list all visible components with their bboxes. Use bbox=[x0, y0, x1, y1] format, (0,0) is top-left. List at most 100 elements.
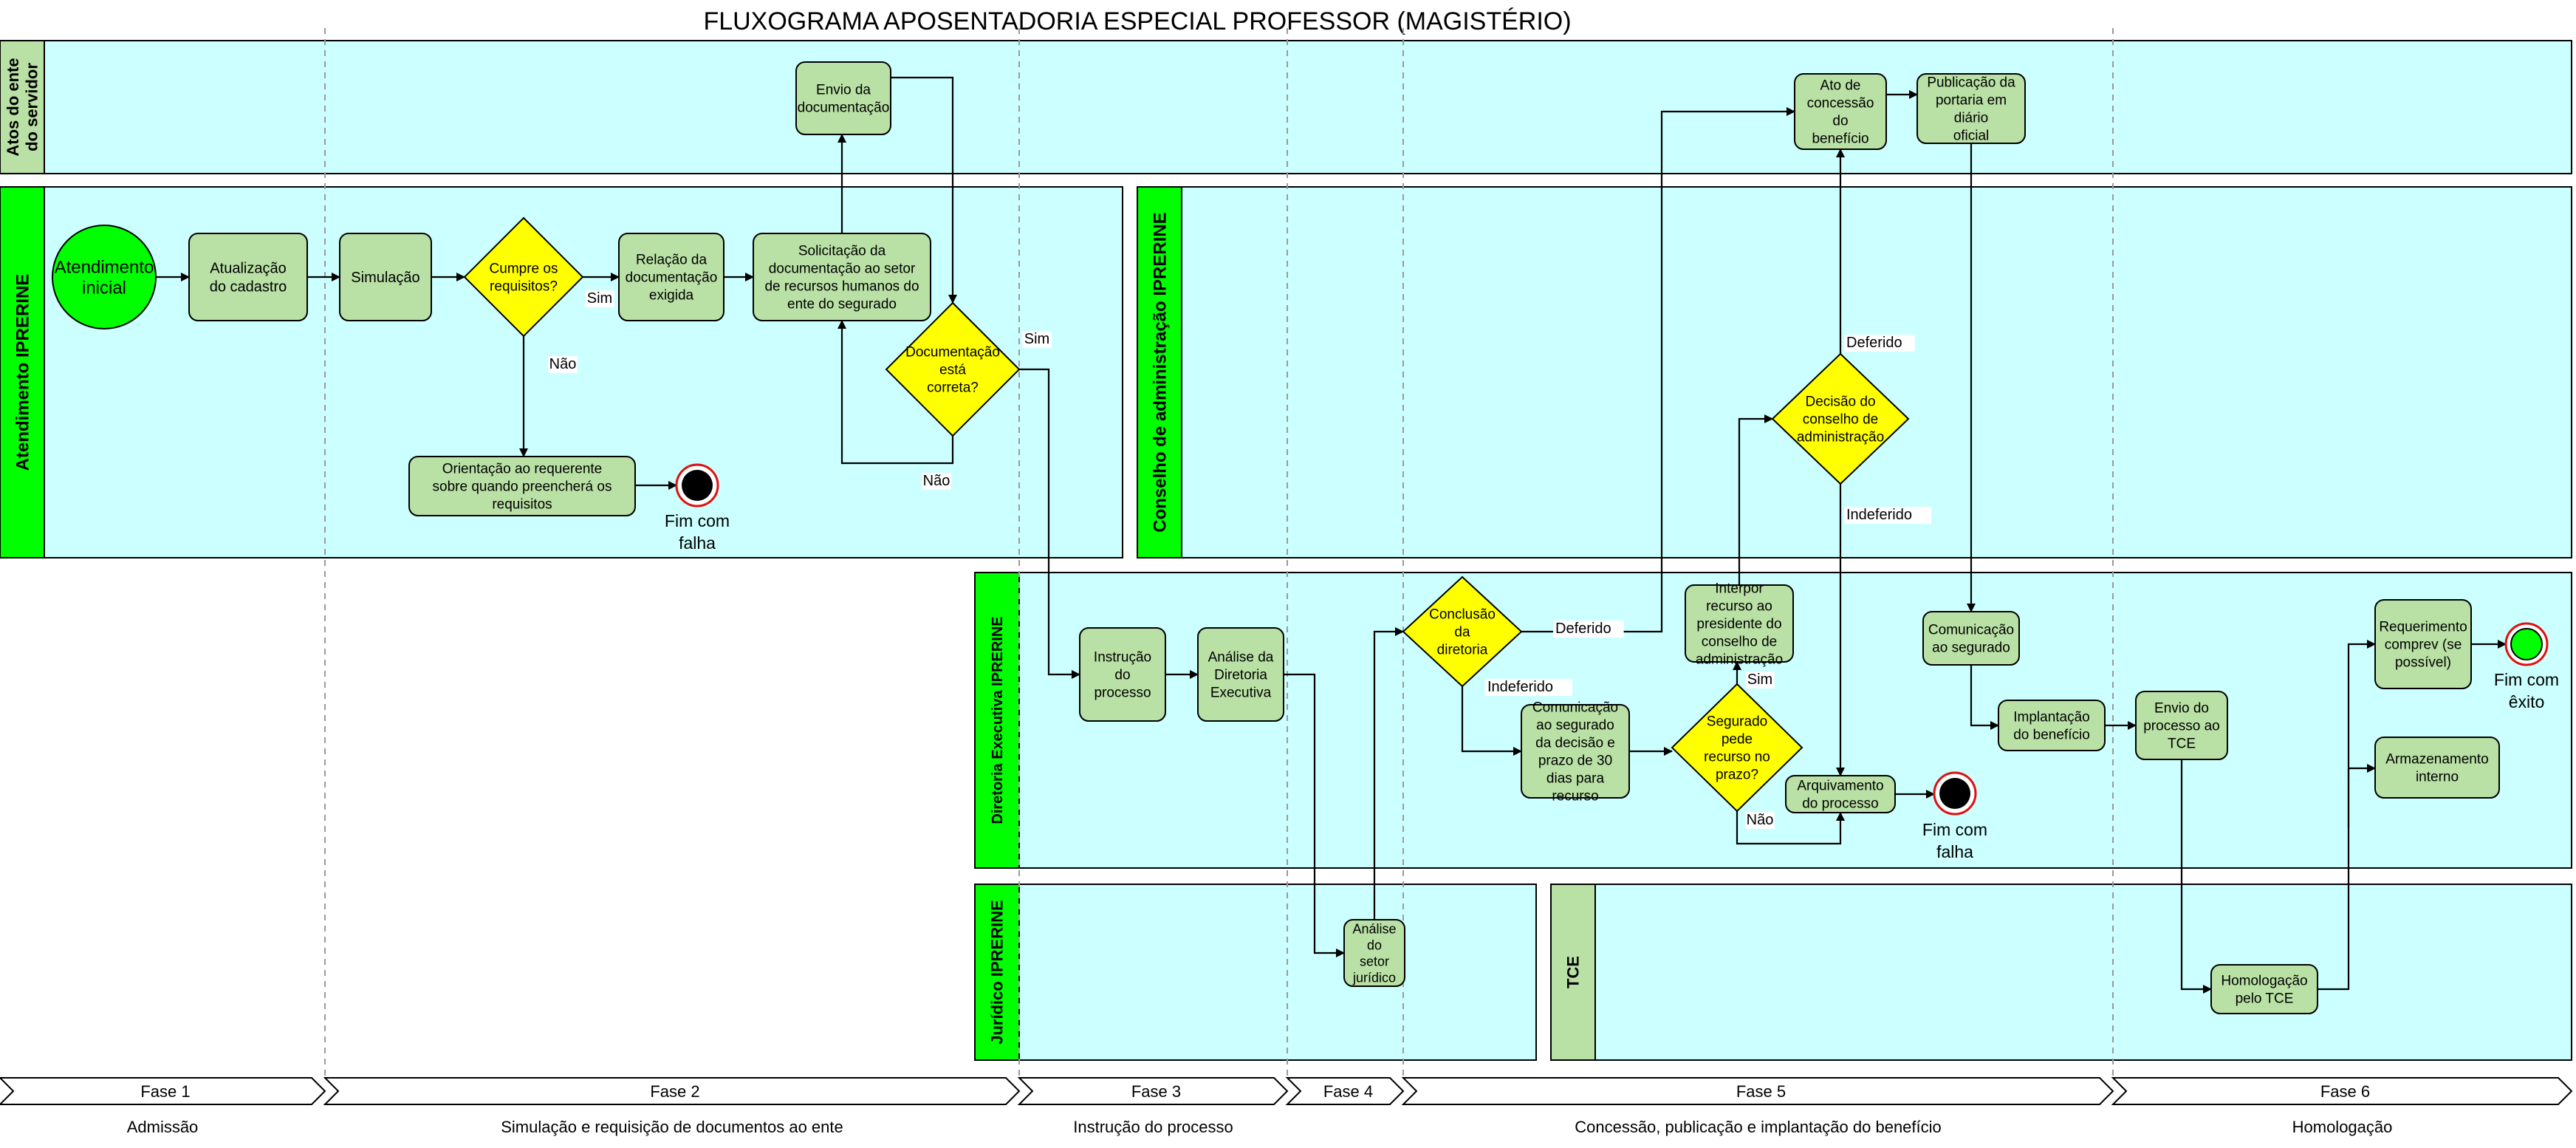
lane-body bbox=[974, 884, 1537, 1061]
connector-analise-diretoria-to-analise-juridico bbox=[1284, 673, 1345, 957]
connector-documentacao-correta-to-instrucao bbox=[1019, 368, 1080, 679]
decision-diamond bbox=[1402, 575, 1523, 688]
task-box bbox=[1916, 73, 2026, 144]
connector-documentacao-correta-to-solicitacao-documentacao bbox=[837, 320, 954, 465]
connector-interpor-recurso-to-decisao-conselho bbox=[1738, 414, 1773, 585]
decision-diamond bbox=[1671, 683, 1803, 813]
connector-label-bg bbox=[585, 290, 614, 307]
phase-3: Fase 3 Instrução do processo bbox=[1017, 1077, 1289, 1136]
connector-envio-documentacao-to-documentacao-correta bbox=[891, 76, 957, 304]
lane-title: Atendimento IPRERINE bbox=[13, 274, 32, 471]
end-event-core bbox=[1939, 778, 1970, 809]
diagram-title: FLUXOGRAMA APOSENTADORIA ESPECIAL PROFES… bbox=[703, 7, 1571, 35]
phase-chevron bbox=[1017, 1077, 1289, 1105]
lane-title: Diretoria Executiva IPRERINE bbox=[990, 616, 1006, 824]
lane-title: Jurídico IPRERINE bbox=[988, 900, 1007, 1045]
decision-diamond bbox=[463, 216, 584, 338]
connector-label-bg bbox=[1745, 812, 1775, 829]
task-box bbox=[2374, 737, 2500, 799]
task-box bbox=[188, 233, 308, 321]
task-box bbox=[2374, 599, 2472, 689]
phase-label: Fase 3 bbox=[1131, 1082, 1181, 1101]
lane-title: Conselho de administração IPRERINE bbox=[1150, 212, 1170, 532]
start-event-circle bbox=[52, 225, 157, 329]
connector-label-bg bbox=[1485, 679, 1572, 696]
phase-separators bbox=[324, 28, 2114, 1078]
phase-chevron bbox=[0, 1077, 326, 1105]
task-box bbox=[1922, 611, 2020, 666]
connector-analise-juridico-to-conclusao-diretoria bbox=[1373, 627, 1404, 920]
lane-header bbox=[1550, 884, 1596, 1061]
lane-atos: Atos do entedo servidor bbox=[0, 40, 2572, 174]
connector-label: Não bbox=[549, 356, 577, 372]
phase-6: Fase 6 Homologação bbox=[2111, 1077, 2573, 1136]
connector-label: Sim bbox=[587, 290, 612, 307]
connector-label: Deferido bbox=[1846, 335, 1902, 351]
end-event-core bbox=[682, 470, 713, 501]
lane-header bbox=[0, 186, 45, 558]
lane-title: Atos do entedo servidor bbox=[4, 58, 41, 156]
phase-description: Instrução do processo bbox=[1073, 1118, 1233, 1136]
task-box bbox=[795, 61, 891, 135]
connectors bbox=[156, 76, 2507, 994]
task-box bbox=[1079, 627, 1166, 722]
task-box bbox=[1197, 627, 1284, 722]
task-label: Simulação bbox=[351, 270, 419, 286]
phase-description: Homologação bbox=[2292, 1118, 2393, 1136]
connector-label-bg bbox=[1022, 331, 1052, 348]
phase-description: Admissão bbox=[127, 1118, 199, 1136]
phase-chevron bbox=[1401, 1077, 2114, 1105]
connector-label: Sim bbox=[1024, 331, 1049, 347]
lane-body bbox=[0, 40, 2572, 174]
connector-label-bg bbox=[1745, 672, 1775, 689]
phase-description: Simulação e requisição de documentos ao … bbox=[501, 1118, 843, 1136]
simulacao-task: Simulação bbox=[339, 233, 432, 321]
task-box bbox=[1998, 700, 2106, 751]
connector-label-bg bbox=[1844, 335, 1915, 352]
phase-chevron bbox=[323, 1077, 1021, 1105]
task-box bbox=[1343, 919, 1405, 987]
phase-label: Fase 6 bbox=[2320, 1082, 2370, 1101]
lane-header bbox=[974, 884, 1020, 1061]
connector-label-bg bbox=[1553, 621, 1624, 638]
task-box bbox=[753, 233, 931, 321]
decision-diamond bbox=[1771, 352, 1910, 485]
connector-label: Sim bbox=[1747, 672, 1772, 688]
task-box bbox=[1685, 584, 1794, 663]
task-box bbox=[1794, 73, 1887, 150]
